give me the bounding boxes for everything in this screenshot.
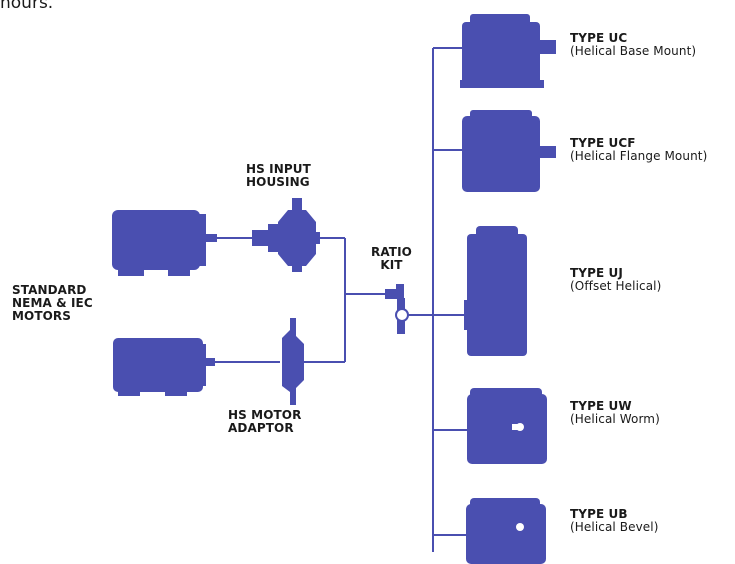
ratio-kit-shape [385, 284, 409, 334]
label-hs-input-housing: HS INPUT HOUSING [246, 162, 311, 189]
hs-motor-adaptor-shape [282, 318, 304, 405]
label-type-uc: TYPE UC (Helical Base Mount) [570, 31, 697, 58]
type-ucf-shape [462, 110, 556, 192]
label-type-uj: TYPE UJ (Offset Helical) [570, 266, 662, 293]
type-uj-shape [464, 226, 527, 356]
label-type-uw: TYPE UW (Helical Worm) [570, 399, 660, 426]
label-hs-motor-adaptor: HS MOTOR ADAPTOR [228, 408, 302, 435]
type-uc-shape [460, 14, 556, 88]
motor-1-shape [112, 210, 217, 276]
type-uw-shape [467, 388, 547, 464]
type-ub-shape [466, 498, 546, 564]
hs-input-housing-shape [252, 198, 320, 272]
label-ratio-kit: RATIO KIT [371, 245, 412, 272]
label-type-ucf: TYPE UCF (Helical Flange Mount) [570, 136, 708, 163]
label-motors: STANDARD NEMA & IEC MOTORS [12, 283, 93, 323]
connector-lines [212, 47, 467, 552]
intro-text: hours. [0, 0, 54, 13]
label-type-ub: TYPE UB (Helical Bevel) [570, 507, 659, 534]
motor-2-shape [113, 338, 215, 396]
